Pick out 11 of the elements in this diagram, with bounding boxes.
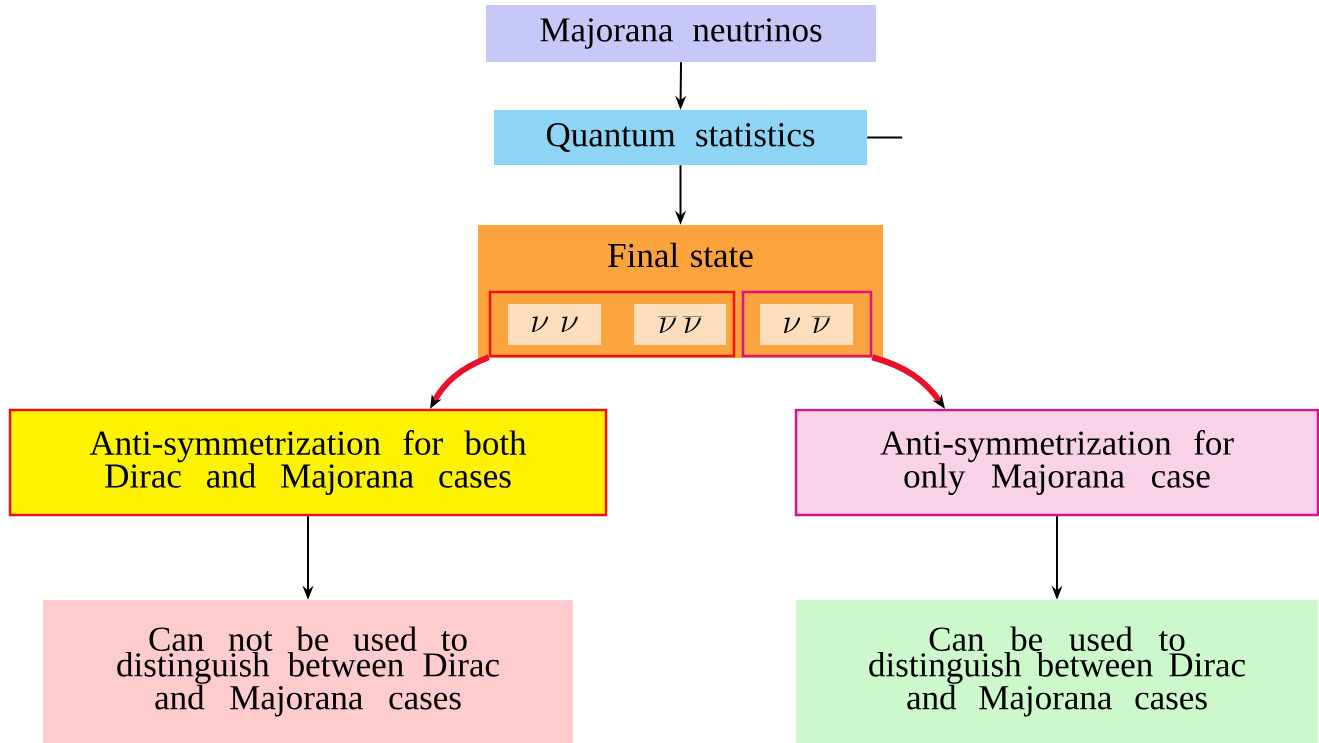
state-chip: $\overline{\nu}\,\overline{\nu}$ (634, 304, 726, 345)
state-chip: $\nu\ \overline{\nu}$ (760, 304, 853, 345)
group-box (488, 290, 736, 358)
process-box: Anti-symmetrization for only Majorana case (794, 408, 1319, 517)
process-box: Quantum statistics (494, 110, 867, 165)
state-chip: $\nu\ \nu$ (508, 304, 601, 345)
result-box: Can be used to distinguish between Dirac and Majorana cases (796, 600, 1318, 743)
process-box: Anti-symmetrization for both Dirac and Majorana cases (8, 408, 608, 517)
result-box: Can not be used to distinguish between Dirac and Majorana cases (43, 600, 573, 743)
title-box: Majorana neutrinos (486, 5, 876, 62)
group-box (741, 290, 873, 358)
